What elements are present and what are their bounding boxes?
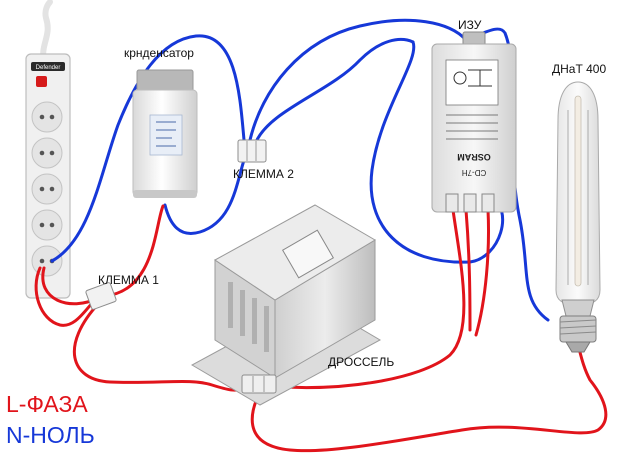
label-terminal-2: КЛЕММА 2 (233, 167, 294, 181)
izu-terminal (463, 193, 477, 213)
capacitor (132, 69, 198, 198)
power-strip: Defender (25, 0, 71, 299)
socket (31, 209, 63, 241)
terminal-block-1 (85, 282, 117, 310)
izu-terminal (481, 193, 495, 213)
label-capacitor: крнденсатор (124, 46, 194, 60)
socket (31, 101, 63, 133)
choke-ballast (190, 204, 382, 406)
izu-brand: OSRAM (457, 152, 491, 162)
phase-wires (34, 204, 608, 453)
label-izu: ИЗУ (458, 18, 482, 32)
izu-terminal (445, 193, 459, 213)
label-terminal-1: КЛЕММА 1 (98, 273, 159, 287)
label-choke: ДРОССЕЛЬ (328, 355, 395, 369)
socket (31, 245, 63, 277)
label-lamp: ДНаТ 400 (552, 62, 607, 76)
legend-neutral: N-НОЛЬ (6, 422, 95, 448)
izu-model: CD-7H (462, 168, 487, 177)
power-switch[interactable] (36, 76, 47, 87)
socket (31, 137, 63, 169)
choke-terminals (241, 374, 277, 394)
brand-plate (31, 62, 65, 71)
sodium-lamp (555, 81, 601, 353)
socket (31, 173, 63, 205)
terminal-block-2 (237, 139, 267, 163)
legend-phase: L-ФАЗА (6, 391, 88, 417)
izu-igniter: OSRAM CD-7H (431, 31, 517, 213)
strip-brand: Defender (36, 65, 61, 71)
